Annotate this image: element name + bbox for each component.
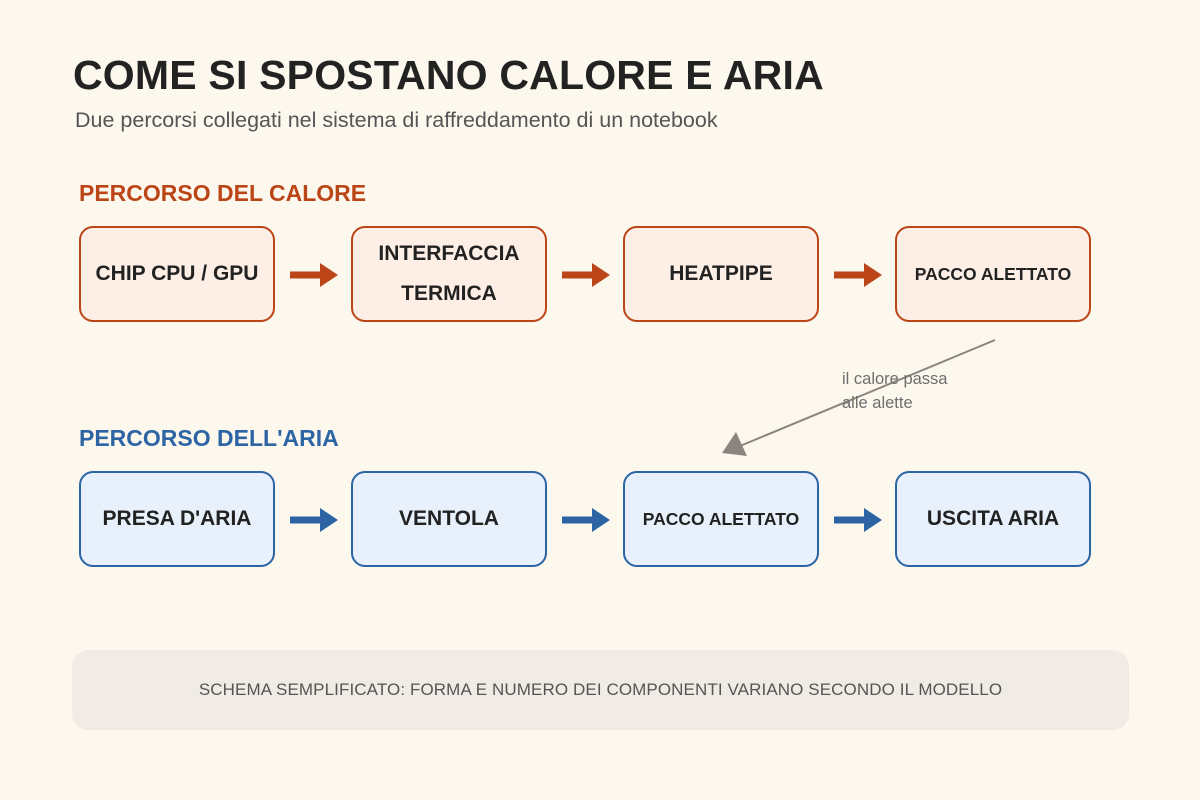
heat-step-thermal-interface-label: INTERFACCIA TERMICA: [378, 242, 520, 305]
heat-step-heatpipe-label: HEATPIPE: [669, 262, 773, 285]
air-arrow-3-head: [864, 508, 882, 532]
air-step-fan: VENTOLA: [351, 471, 547, 567]
air-step-fin-stack-label: PACCO ALETTATO: [642, 509, 800, 529]
air-path-arrows: [290, 508, 882, 532]
heat-path-arrows: [290, 263, 882, 287]
air-step-fin-stack: PACCO ALETTATO: [623, 471, 819, 567]
air-arrow-1-shaft: [290, 516, 326, 524]
heat-arrow-3-shaft: [834, 271, 870, 279]
air-step-exhaust-label: USCITA ARIA: [926, 507, 1060, 530]
air-path-label: PERCORSO DELL'ARIA: [79, 425, 339, 451]
heat-arrow-3-head: [864, 263, 882, 287]
heat-path-label: PERCORSO DEL CALORE: [79, 180, 367, 206]
heat-step-thermal-interface: INTERFACCIA TERMICA: [351, 226, 547, 322]
heat-arrow-2-shaft: [562, 271, 598, 279]
air-arrow-1-head: [320, 508, 338, 532]
heat-arrow-1-head: [320, 263, 338, 287]
heat-step-fin-stack: PACCO ALETTATO: [895, 226, 1091, 322]
air-arrow-3-shaft: [834, 516, 870, 524]
connector-arrow-head: [722, 432, 747, 456]
air-arrow-2-head: [592, 508, 610, 532]
heat-arrow-2-head: [592, 263, 610, 287]
air-step-intake-label: PRESA D'ARIA: [102, 507, 252, 530]
air-arrow-2-shaft: [562, 516, 598, 524]
air-step-fan-label: VENTOLA: [399, 507, 499, 530]
air-step-intake: PRESA D'ARIA: [79, 471, 275, 567]
page-title: COME SI SPOSTANO CALORE E ARIA: [73, 52, 824, 98]
heat-step-fin-stack-label: PACCO ALETTATO: [914, 264, 1072, 284]
connector-arrow-line: [739, 339, 996, 447]
page-subtitle: Due percorsi collegati nel sistema di ra…: [75, 108, 718, 132]
heat-step-heatpipe: HEATPIPE: [623, 226, 819, 322]
air-step-exhaust: USCITA ARIA: [895, 471, 1091, 567]
heat-step-chip: CHIP CPU / GPU: [79, 226, 275, 322]
footer-note-box: SCHEMA SEMPLIFICATO: FORMA E NUMERO DEI …: [72, 650, 1129, 730]
connector-annotation: il calore passa alle alette: [842, 370, 948, 412]
heat-arrow-1-shaft: [290, 271, 326, 279]
heat-to-air-connector: [722, 339, 996, 456]
heat-step-chip-label: CHIP CPU / GPU: [95, 262, 259, 285]
footer-note: SCHEMA SEMPLIFICATO: FORMA E NUMERO DEI …: [198, 680, 1003, 699]
